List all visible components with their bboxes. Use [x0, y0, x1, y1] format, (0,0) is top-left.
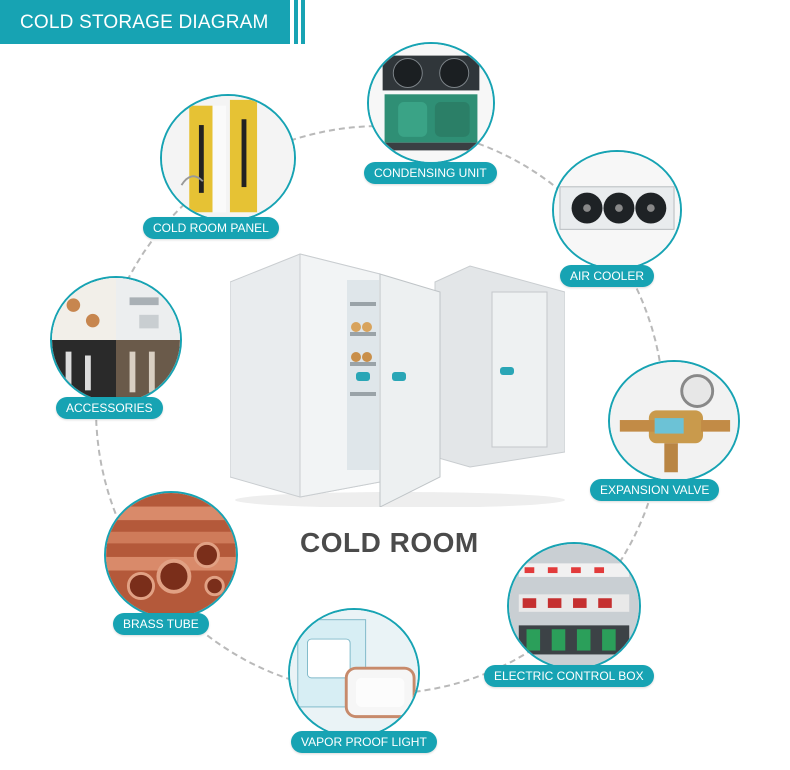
condensing-unit-label: CONDENSING UNIT [364, 162, 497, 184]
expansion-valve-image [608, 360, 740, 482]
cold-room-title: COLD ROOM [300, 527, 479, 558]
vapor-proof-light-image [288, 608, 420, 738]
cold-room-panel-label: COLD ROOM PANEL [143, 217, 279, 239]
cold-room-image [229, 252, 566, 508]
condensing-unit-image [367, 42, 495, 164]
header-stripe [294, 0, 298, 44]
brass-tube-image [104, 491, 238, 619]
accessories-label: ACCESSORIES [56, 397, 163, 419]
electric-control-box-image [507, 542, 641, 670]
air-cooler-image [552, 150, 682, 270]
cold-room-panel-image [160, 94, 296, 222]
accessories-image [50, 276, 182, 404]
brass-tube-label: BRASS TUBE [113, 613, 209, 635]
header-banner: COLD STORAGE DIAGRAM [0, 0, 290, 44]
air-cooler-label: AIR COOLER [560, 265, 655, 287]
vapor-proof-light-label: VAPOR PROOF LIGHT [291, 731, 437, 753]
expansion-valve-label: EXPANSION VALVE [590, 479, 720, 501]
electric-control-box-label: ELECTRIC CONTROL BOX [484, 665, 654, 687]
page-title: COLD STORAGE DIAGRAM [20, 12, 269, 33]
header-stripe [301, 0, 305, 44]
